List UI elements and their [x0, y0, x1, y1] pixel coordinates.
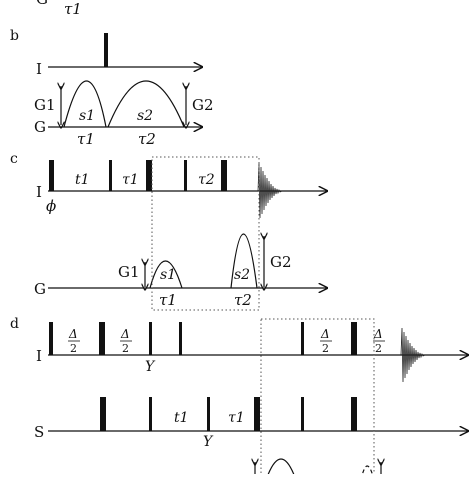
panel-d-s-pulse-2	[149, 397, 152, 431]
panel-c-channel-i: I	[36, 183, 42, 201]
panel-c-t1-label: t1	[75, 172, 90, 188]
panel-d-i-pulse-5	[301, 322, 304, 355]
panel-b-g2-label: G2	[192, 96, 214, 114]
panel-c-phi: ϕ	[46, 197, 56, 215]
panel-c-s1-label: s1	[160, 267, 176, 283]
panel-c-g1-label: G1	[118, 263, 140, 281]
panel-d-y-s-label: Y	[203, 434, 214, 450]
panel-d-fid	[400, 327, 426, 383]
panel-d-tau1-label: τ1	[228, 410, 245, 426]
panel-d-delta-frac-4: Δ 2	[373, 327, 385, 355]
panel-d: d I Δ 2 Δ 2 Y Δ 2 Δ 2 S	[10, 316, 468, 479]
panel-b-channel-g: G	[34, 118, 46, 136]
panel-d-i-pulse-3	[149, 322, 152, 355]
panel-b-s2-label: s2	[137, 108, 153, 124]
panel-d-s-pulse-3	[207, 397, 210, 431]
panel-c-channel-g: G	[34, 280, 46, 298]
panel-d-delta-frac-2: Δ 2	[120, 327, 132, 355]
panel-d-delta-num-2: Δ	[120, 327, 130, 341]
panel-c-label: c	[10, 151, 18, 167]
panel-d-s-pulse-4	[254, 397, 260, 431]
panel-c-tau1-g-label: τ1	[159, 291, 177, 309]
panel-d-delta-frac-3: Δ 2	[320, 327, 332, 355]
panel-b-tau2-label: τ2	[138, 130, 156, 148]
top-tau1-label: τ1	[64, 0, 82, 18]
panel-b-gradient-s2	[107, 80, 185, 128]
panel-c-pulse-1	[49, 160, 54, 191]
panel-c-s2-label: s2	[234, 267, 250, 283]
panel-d-partial-gradient	[265, 458, 297, 479]
panel-b: b I G1 s1 s2 G2 G τ1 τ2	[10, 28, 214, 148]
panel-d-t1-label: t1	[174, 410, 189, 426]
panel-c-pulse-3	[146, 160, 152, 191]
panel-c-dotted-box	[151, 156, 260, 311]
panel-d-channel-i: I	[36, 347, 42, 365]
panel-d-delta-den-4: 2	[375, 342, 382, 355]
panel-d-delta-den-1: 2	[70, 342, 77, 355]
panel-c-tau2-label: τ2	[198, 172, 215, 188]
panel-b-channel-i: I	[36, 60, 42, 78]
panel-b-label: b	[10, 28, 19, 44]
top-fragment: G τ1	[36, 0, 82, 18]
panel-c-gradient-s1	[149, 260, 183, 289]
panel-c-g2-label: G2	[270, 253, 292, 271]
panel-d-delta-num-4: Δ	[373, 327, 383, 341]
panel-d-label: d	[10, 316, 19, 332]
panel-c-gradient-s2	[230, 233, 258, 289]
panel-d-s-pulse-6	[351, 397, 357, 431]
panel-b-s1-label: s1	[79, 108, 95, 124]
panel-c-tau2-g-label: τ2	[234, 291, 252, 309]
panel-c-pulse-4	[184, 160, 187, 191]
panel-c-fid	[257, 162, 283, 219]
panel-b-g1-label: G1	[34, 96, 56, 114]
panel-d-y-label: Y	[145, 359, 156, 375]
panel-d-s-pulse-5	[301, 397, 304, 431]
panel-d-delta-num-3: Δ	[320, 327, 330, 341]
panel-b-gradient-s1	[63, 80, 107, 128]
panel-d-dotted-box	[260, 318, 375, 479]
panel-b-pulse	[104, 33, 108, 67]
panel-c-tau1-label: τ1	[122, 172, 139, 188]
panel-c-pulse-5	[221, 160, 227, 191]
panel-d-partial-gradient-dashed	[360, 465, 375, 479]
panel-d-i-pulse-6	[351, 322, 357, 355]
panel-d-s-pulse-1	[100, 397, 106, 431]
panel-d-i-pulse-1	[49, 322, 53, 355]
panel-c: c I ϕ t1 τ1 τ2 G1 s1 s2 G2 G τ1 τ2	[10, 151, 327, 311]
top-channel-g-label: G	[36, 0, 48, 8]
panel-d-delta-den-2: 2	[122, 342, 129, 355]
panel-d-i-pulse-4	[179, 322, 182, 355]
panel-d-delta-num-1: Δ	[68, 327, 78, 341]
panel-b-tau1-label: τ1	[77, 130, 95, 148]
panel-d-channel-s: S	[34, 423, 44, 441]
panel-c-pulse-2	[109, 160, 112, 191]
panel-d-delta-den-3: 2	[322, 342, 329, 355]
panel-d-delta-frac-1: Δ 2	[68, 327, 80, 355]
panel-d-i-pulse-2	[99, 322, 105, 355]
